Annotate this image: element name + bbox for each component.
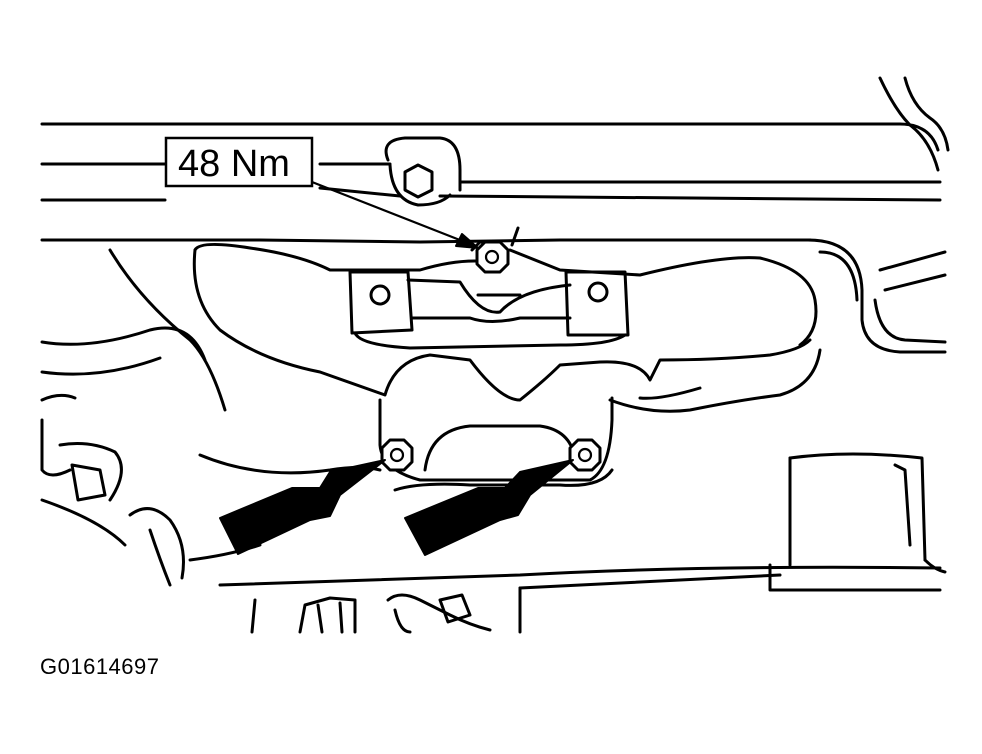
upper-right-hose [878,76,950,172]
figure-id-label: G01614697 [40,654,160,679]
lower-housing [218,563,942,634]
mount-body [192,243,822,413]
left-side-components [40,248,382,587]
lower-left-arrow [219,459,386,555]
rail-bolt [384,136,462,207]
right-cylinder [788,452,947,574]
torque-callout: 48 Nm [164,136,314,188]
wiring-harness [298,593,492,634]
upper-nut [470,226,520,274]
lower-right-nut [568,438,602,472]
upper-bracket [348,270,630,350]
callout-leader [310,180,479,249]
torque-callout-label: 48 Nm [178,143,290,185]
lower-left-nut [380,438,414,472]
lower-right-arrow [404,459,574,556]
